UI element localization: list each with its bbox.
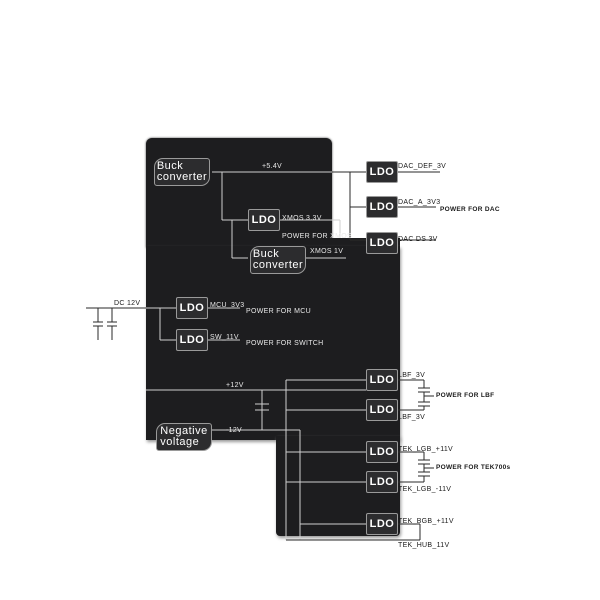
wires-on-device: [146, 171, 366, 540]
ldo-switch: LDO: [176, 329, 208, 351]
ldo-dac-def: LDO: [366, 161, 398, 183]
ldo-dac-a: LDO: [366, 196, 398, 218]
dac-def-label: DAC_DEF_3V: [398, 163, 447, 170]
sw-11v-label: SW_11V: [210, 334, 239, 341]
ldo-label: LDO: [369, 476, 395, 488]
negative-voltage-block: Negative voltage: [156, 423, 212, 451]
power-for-tek-note: POWER FOR TEK700s: [436, 464, 511, 471]
dac-a-label: DAC_A_3V3: [398, 199, 441, 206]
ldo-label: LDO: [251, 214, 277, 226]
ldo-lbf-neg: LDO: [366, 399, 398, 421]
ldo-label: LDO: [369, 201, 395, 213]
ldo-label: LDO: [369, 374, 395, 386]
negative-voltage-label: Negative voltage: [160, 425, 208, 448]
ldo-label: LDO: [369, 166, 395, 178]
wires-off-device: [86, 171, 440, 541]
hub-neg-label: TEK_HUB_11V: [398, 542, 450, 549]
ldo-tek-neg: LDO: [366, 471, 398, 493]
ldo-lbf-pos: LDO: [366, 369, 398, 391]
ldo-label: LDO: [179, 334, 205, 346]
ldo-tek-pos: LDO: [366, 441, 398, 463]
dac-ds-label: DAC DS 3V: [398, 236, 438, 243]
ldo-label: LDO: [369, 518, 395, 530]
buck-converter-xmos-label: Buck converter: [252, 248, 304, 271]
rail-5v4-label: +5.4V: [262, 163, 282, 170]
device-body-upper: [146, 138, 332, 248]
ldo-dac-ds: LDO: [366, 232, 398, 254]
xmos-3v3-label: XMOS 3.3V: [282, 215, 322, 222]
buck-converter-top-label: Buck converter: [156, 160, 208, 183]
ldo-mcu: LDO: [176, 297, 208, 319]
rail-12v-label: +12V: [226, 382, 244, 389]
xmos-1v-label: XMOS 1V: [310, 248, 344, 255]
tek-neg-label: TEK_LGB_-11V: [398, 486, 452, 493]
ldo-label: LDO: [369, 446, 395, 458]
ldo-label: LDO: [369, 404, 395, 416]
power-for-mcu-note: POWER FOR MCU: [246, 308, 311, 315]
power-for-lbf-note: POWER FOR LBF: [436, 392, 495, 399]
lbf-neg-label: LBF_3V: [398, 414, 426, 421]
dc-input-label: DC 12V: [114, 300, 141, 307]
power-for-dac-note: POWER FOR DAC: [440, 206, 500, 213]
buck-converter-top: Buck converter: [154, 158, 210, 186]
mcu-3v3-label: MCU_3V3: [210, 302, 245, 309]
power-for-xmos-note: POWER FOR XMOS: [282, 233, 352, 240]
hub-pos-label: TEK_BGB_+11V: [398, 518, 454, 525]
ldo-hub-pos: LDO: [366, 513, 398, 535]
rail-neg12v-label: -12V: [226, 427, 242, 434]
lbf-pos-label: LBF_3V: [398, 372, 426, 379]
power-for-switch-note: POWER FOR SWITCH: [246, 340, 324, 347]
ldo-label: LDO: [179, 302, 205, 314]
buck-converter-xmos: Buck converter: [250, 246, 306, 274]
ldo-label: LDO: [369, 237, 395, 249]
ldo-xmos-3v3: LDO: [248, 209, 280, 231]
tek-pos-label: TEK_LGB_+11V: [398, 446, 454, 453]
